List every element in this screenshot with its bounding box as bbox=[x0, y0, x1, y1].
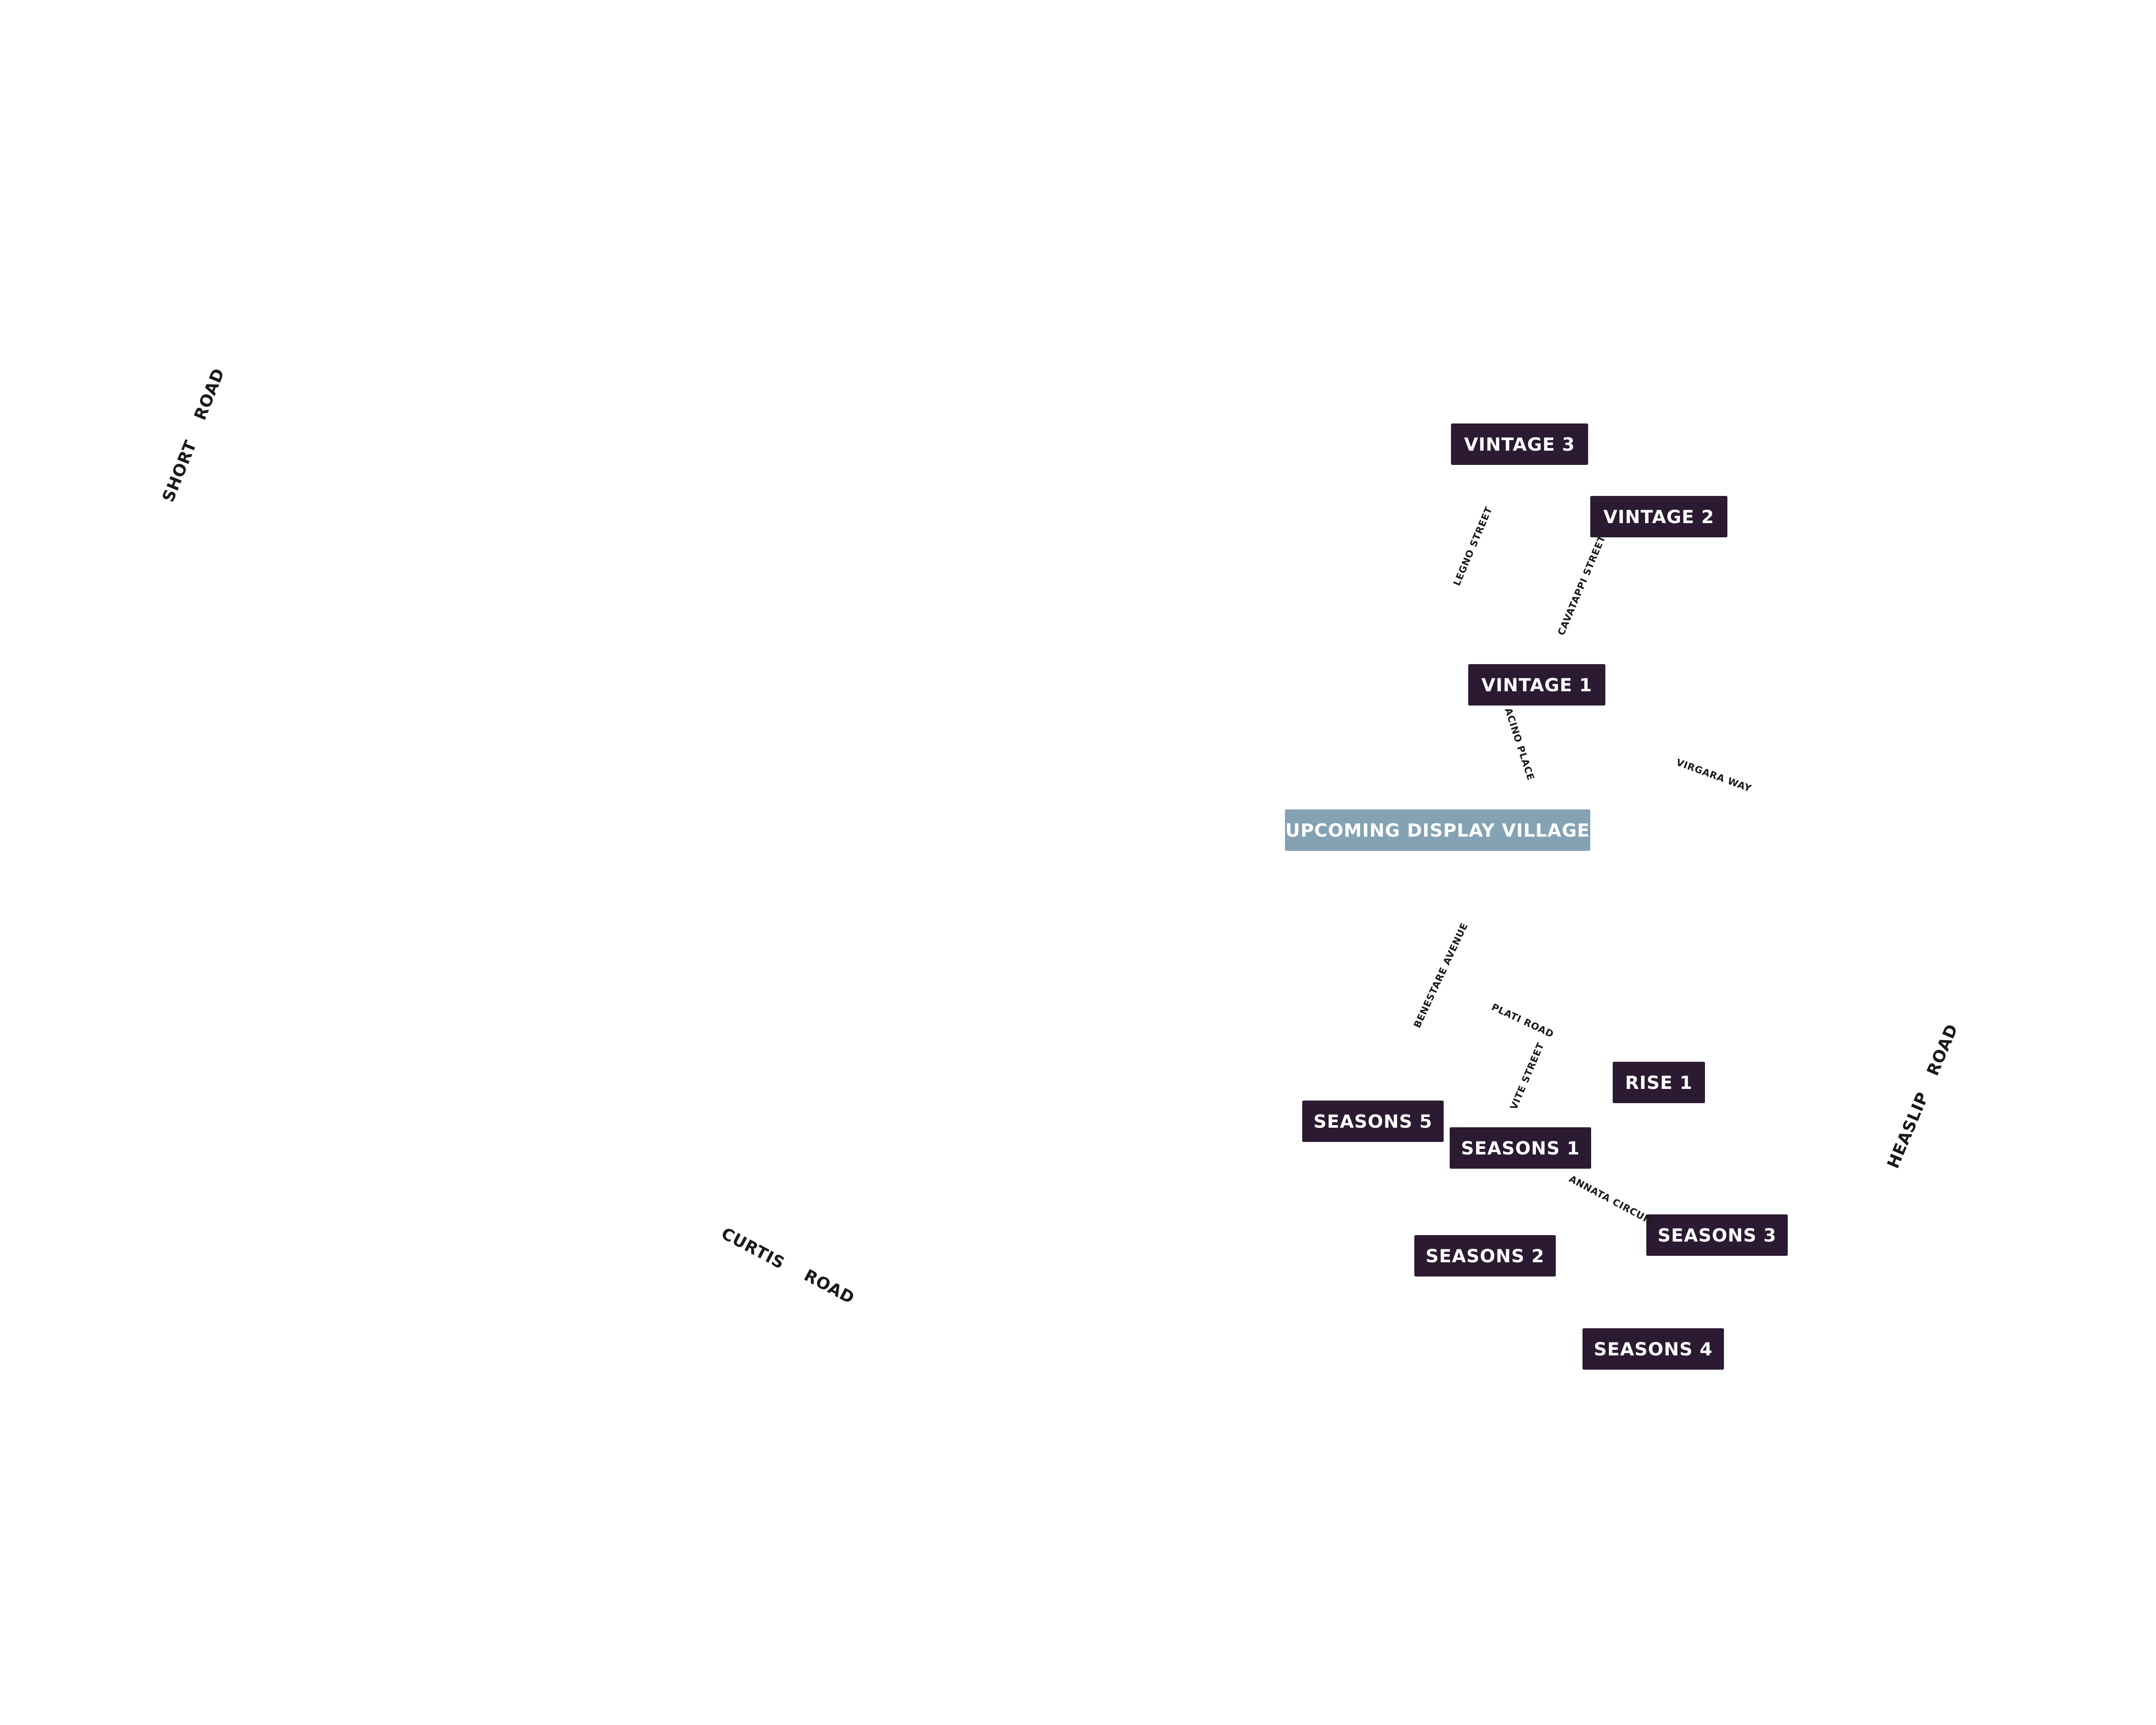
street-label-curtis-road: ROAD bbox=[801, 1265, 858, 1308]
street-label-legno: LEGNO STREET bbox=[1451, 505, 1495, 588]
street-label-annata: ANNATA CIRCUIT bbox=[1567, 1173, 1656, 1228]
street-label-acino: ACINO PLACE bbox=[1502, 706, 1536, 782]
street-label-cavatappi: CAVATAPPI STREET bbox=[1556, 533, 1608, 637]
street-label-virgara: VIRGARA WAY bbox=[1674, 757, 1753, 795]
street-label-heaslip: HEASLIP bbox=[1883, 1089, 1933, 1171]
precinct-upcoming-display-village[interactable]: UPCOMING DISPLAY VILLAGE bbox=[1285, 809, 1590, 851]
street-label-benestare: BENESTARE AVENUE bbox=[1412, 921, 1470, 1030]
precinct-seasons-1[interactable]: SEASONS 1 bbox=[1450, 1127, 1591, 1169]
precinct-seasons-5[interactable]: SEASONS 5 bbox=[1302, 1101, 1444, 1142]
street-label-heaslip-road: ROAD bbox=[1923, 1021, 1962, 1079]
precinct-seasons-2[interactable]: SEASONS 2 bbox=[1414, 1235, 1556, 1276]
street-label-plati: PLATI ROAD bbox=[1489, 1002, 1556, 1041]
street-label-short: SHORT bbox=[158, 437, 201, 505]
street-label-curtis: CURTIS bbox=[718, 1223, 788, 1273]
precinct-vintage-1[interactable]: VINTAGE 1 bbox=[1468, 664, 1605, 706]
precinct-rise-1[interactable]: RISE 1 bbox=[1613, 1062, 1705, 1103]
precinct-vintage-3[interactable]: VINTAGE 3 bbox=[1451, 423, 1588, 465]
street-label-short-road: ROAD bbox=[190, 365, 229, 423]
precinct-seasons-3[interactable]: SEASONS 3 bbox=[1646, 1214, 1788, 1256]
street-label-vite: VITE STREET bbox=[1508, 1041, 1547, 1112]
precinct-vintage-2[interactable]: VINTAGE 2 bbox=[1590, 496, 1727, 537]
precinct-seasons-4[interactable]: SEASONS 4 bbox=[1583, 1328, 1724, 1370]
